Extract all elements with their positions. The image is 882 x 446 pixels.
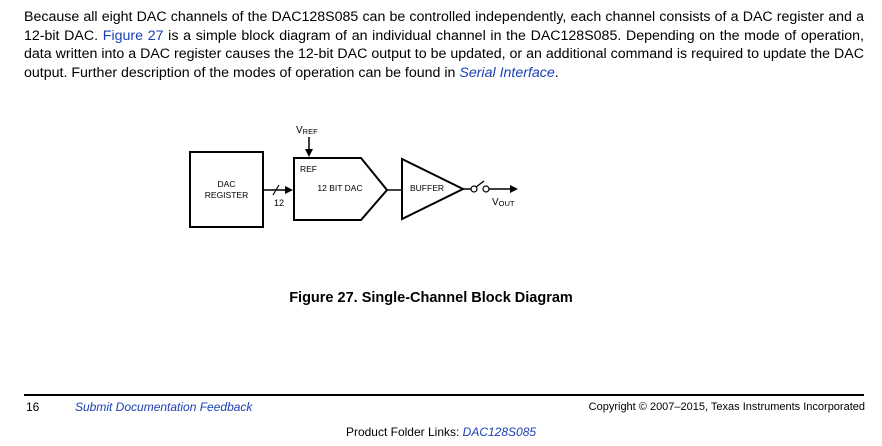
vref-arrowhead bbox=[305, 149, 313, 157]
vout-label: VOUT bbox=[492, 197, 515, 208]
figure-caption: Figure 27. Single-Channel Block Diagram bbox=[289, 290, 573, 306]
dac-ref-label: REF bbox=[300, 164, 317, 174]
page-number: 16 bbox=[26, 400, 40, 414]
switch-contact-right bbox=[482, 185, 490, 193]
output-arrowhead bbox=[510, 185, 518, 193]
bus-width-label: 12 bbox=[274, 198, 284, 208]
body-paragraph: Because all eight DAC channels of the DA… bbox=[24, 8, 864, 82]
switch-contact-left bbox=[470, 185, 478, 193]
figure-27-link[interactable]: Figure 27 bbox=[102, 27, 164, 44]
submit-feedback-link[interactable]: Submit Documentation Feedback bbox=[75, 400, 253, 414]
buffer-label: BUFFER bbox=[410, 183, 444, 193]
dac-register-label-line1: DAC bbox=[218, 179, 236, 189]
bus-slash bbox=[272, 184, 280, 196]
dac-block-label: 12 BIT DAC bbox=[317, 183, 362, 193]
footer-rule bbox=[24, 394, 864, 396]
dac-register-label-line2: REGISTER bbox=[205, 190, 248, 200]
paragraph-text-1: Because all eight DAC channels of the DA… bbox=[24, 9, 864, 44]
switch-blade bbox=[475, 180, 485, 188]
buffer-block bbox=[401, 157, 466, 221]
copyright-text: Copyright © 2007–2015, Texas Instruments… bbox=[588, 401, 865, 413]
serial-interface-link[interactable]: Serial Interface bbox=[459, 64, 555, 81]
paragraph-text-3: . bbox=[554, 64, 559, 81]
product-folder-links: Product Folder Links: DAC128S085 bbox=[0, 425, 882, 439]
product-folder-label: Product Folder Links: bbox=[345, 425, 463, 439]
block-diagram: DAC REGISTER 12 REF 12 BIT DAC VREF BUFF… bbox=[189, 125, 518, 228]
dac-block bbox=[293, 157, 389, 221]
product-folder-link[interactable]: DAC128S085 bbox=[462, 425, 537, 439]
paragraph-text-2: is a simple block diagram of an individu… bbox=[24, 27, 865, 81]
vref-label: VREF bbox=[296, 125, 318, 136]
bus-arrowhead bbox=[285, 186, 293, 194]
